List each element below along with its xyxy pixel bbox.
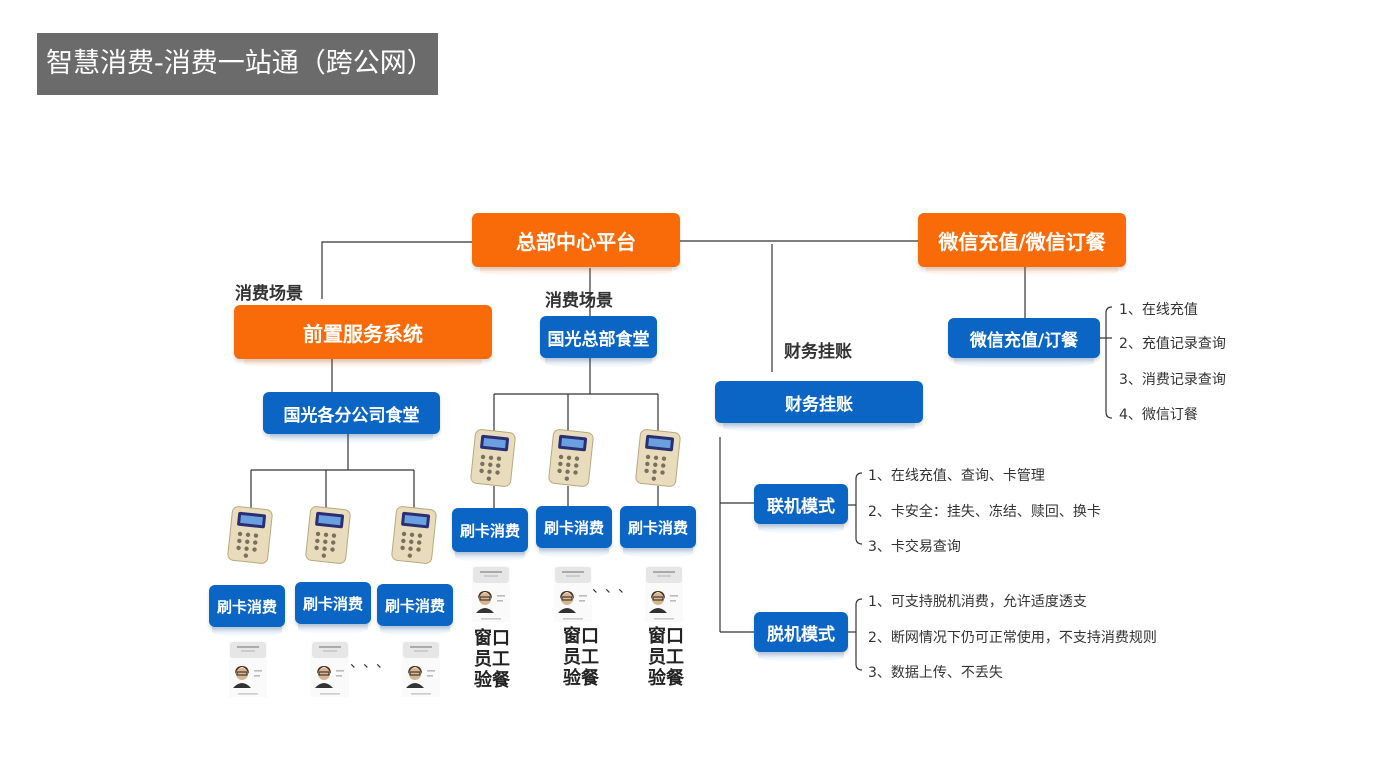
swipe-label: 刷卡消费 bbox=[384, 596, 445, 615]
online-mode-label: 联机模式 bbox=[767, 496, 835, 517]
hq-platform-box: 总部中心平台 bbox=[472, 213, 680, 277]
front-service-label: 前置服务系统 bbox=[303, 321, 423, 346]
employee-card-icon bbox=[472, 566, 510, 622]
scene-label-left: 消费场景 bbox=[235, 284, 303, 304]
scene-label-center: 消费场景 bbox=[545, 291, 613, 311]
wechat-feature-3: 3、消费记录查询 bbox=[1119, 372, 1226, 388]
swipe-box-branch-3: 刷卡消费 bbox=[377, 584, 453, 636]
ellipsis-hq: 、、、 bbox=[592, 580, 638, 596]
swipe-box-branch-2: 刷卡消费 bbox=[295, 582, 371, 634]
card-reader-icon bbox=[470, 429, 516, 487]
online-feature-2: 2、卡安全：挂失、冻结、赎回、换卡 bbox=[868, 504, 1101, 520]
employee-card-icon bbox=[554, 566, 592, 622]
hq-canteen-label: 国光总部食堂 bbox=[547, 329, 650, 350]
swipe-box-hq-2: 刷卡消费 bbox=[536, 506, 612, 558]
employee-card-icon bbox=[311, 641, 349, 697]
card-reader-icon bbox=[305, 506, 351, 564]
employee-card-icon bbox=[402, 641, 440, 697]
hq-canteen-box: 国光总部食堂 bbox=[540, 316, 657, 368]
card-reader-icon bbox=[635, 429, 681, 487]
online-feature-1: 1、在线充值、查询、卡管理 bbox=[868, 468, 1045, 484]
offline-feature-3: 3、数据上传、不丢失 bbox=[868, 665, 1003, 681]
offline-mode-label: 脱机模式 bbox=[767, 624, 835, 645]
branch-canteen-box: 国光各分公司食堂 bbox=[263, 392, 440, 444]
wechat-feature-4: 4、微信订餐 bbox=[1119, 407, 1198, 423]
finance-box-label: 财务挂账 bbox=[785, 394, 853, 415]
offline-feature-2: 2、断网情况下仍可正常使用，不支持消费规则 bbox=[868, 630, 1157, 646]
card-reader-icon bbox=[548, 429, 594, 487]
wechat-sub-box: 微信充值/订餐 bbox=[948, 318, 1100, 368]
online-mode-box: 联机模式 bbox=[754, 484, 848, 534]
offline-feature-1: 1、可支持脱机消费，允许适度透支 bbox=[868, 594, 1087, 610]
swipe-box-hq-3: 刷卡消费 bbox=[620, 506, 696, 558]
employee-card-icon bbox=[645, 566, 683, 622]
card-reader-icon bbox=[391, 506, 437, 564]
wechat-main-label: 微信充值/微信订餐 bbox=[938, 229, 1106, 254]
card-reader-icon bbox=[227, 506, 273, 564]
swipe-label: 刷卡消费 bbox=[627, 518, 688, 537]
branch-canteen-label: 国光各分公司食堂 bbox=[283, 405, 420, 426]
wechat-feature-1: 1、在线充值 bbox=[1119, 302, 1198, 318]
front-service-box: 前置服务系统 bbox=[234, 305, 492, 369]
swipe-label: 刷卡消费 bbox=[302, 594, 363, 613]
hq-platform-label: 总部中心平台 bbox=[516, 229, 636, 254]
wechat-feature-2: 2、充值记录查询 bbox=[1119, 336, 1226, 352]
ellipsis-branch: 、、、 bbox=[350, 655, 396, 671]
swipe-label: 刷卡消费 bbox=[459, 521, 520, 540]
swipe-box-hq-1: 刷卡消费 bbox=[452, 508, 528, 562]
wechat-main-box: 微信充值/微信订餐 bbox=[918, 213, 1126, 277]
window-staff-label-2: 窗口员工验餐 bbox=[563, 626, 599, 689]
wechat-sub-label: 微信充值/订餐 bbox=[969, 330, 1079, 351]
swipe-label: 刷卡消费 bbox=[216, 597, 277, 616]
page-title: 智慧消费-消费一站通（跨公网） bbox=[37, 33, 438, 95]
swipe-label: 刷卡消费 bbox=[543, 518, 604, 537]
window-staff-label-3: 窗口员工验餐 bbox=[648, 626, 684, 689]
swipe-box-branch-1: 刷卡消费 bbox=[209, 585, 285, 637]
finance-label-text: 财务挂账 bbox=[784, 342, 852, 362]
offline-mode-box: 脱机模式 bbox=[754, 612, 848, 662]
finance-box: 财务挂账 bbox=[715, 381, 923, 433]
online-feature-3: 3、卡交易查询 bbox=[868, 539, 961, 555]
employee-card-icon bbox=[229, 641, 267, 697]
window-staff-label-1: 窗口员工验餐 bbox=[474, 628, 510, 691]
